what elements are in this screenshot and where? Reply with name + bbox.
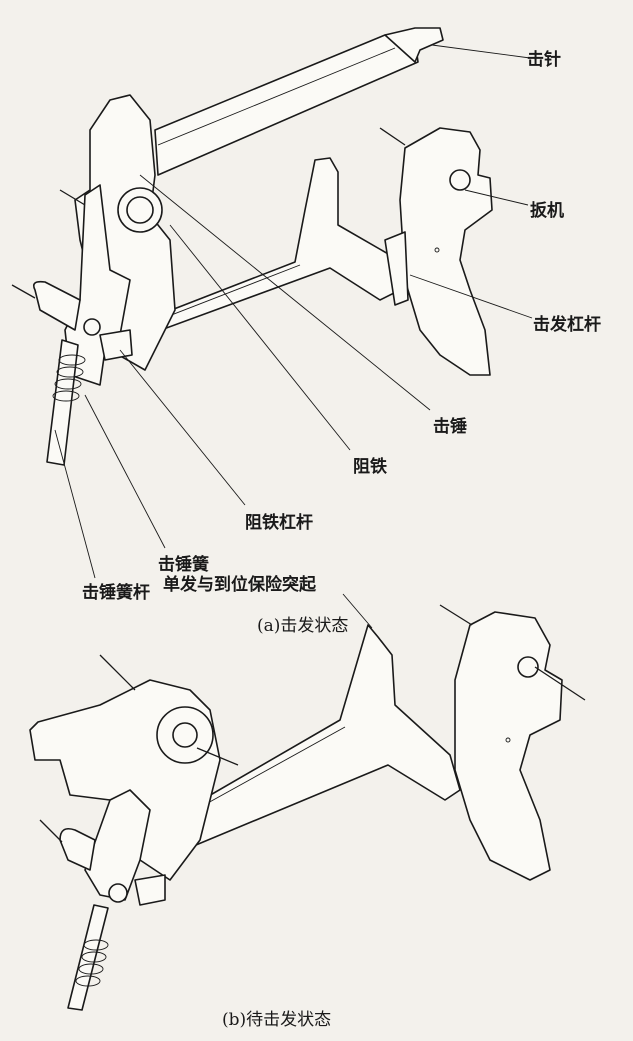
figure-b-drawing	[29, 593, 586, 1011]
hammer-b	[29, 654, 239, 881]
label-disconnector: 单发与到位保险突起	[163, 575, 316, 595]
sear-lever	[11, 184, 133, 386]
caption-a: (a)击发状态	[257, 616, 349, 636]
disconnector-leader-line	[342, 593, 373, 629]
label-sear-lever: 阻铁杠杆	[245, 513, 313, 533]
label-hammer: 击锤	[433, 417, 467, 437]
label-sear: 阻铁	[353, 457, 387, 477]
caption-b: (b)待击发状态	[222, 1010, 332, 1030]
label-hammer-spring: 击锤簧	[158, 555, 209, 575]
figure-a-leader-lines	[54, 44, 533, 579]
sear-lever-b	[39, 789, 166, 1011]
trigger-b	[439, 604, 586, 881]
label-trigger: 扳机	[530, 201, 564, 221]
figure-a-drawing	[11, 27, 533, 579]
label-firing-pin: 击针	[527, 50, 561, 70]
firing-pin	[154, 27, 444, 176]
label-hammer-spring-rod: 击锤簧杆	[82, 583, 150, 603]
trigger	[379, 127, 493, 376]
label-trigger-bar: 击发杠杆	[533, 315, 601, 335]
